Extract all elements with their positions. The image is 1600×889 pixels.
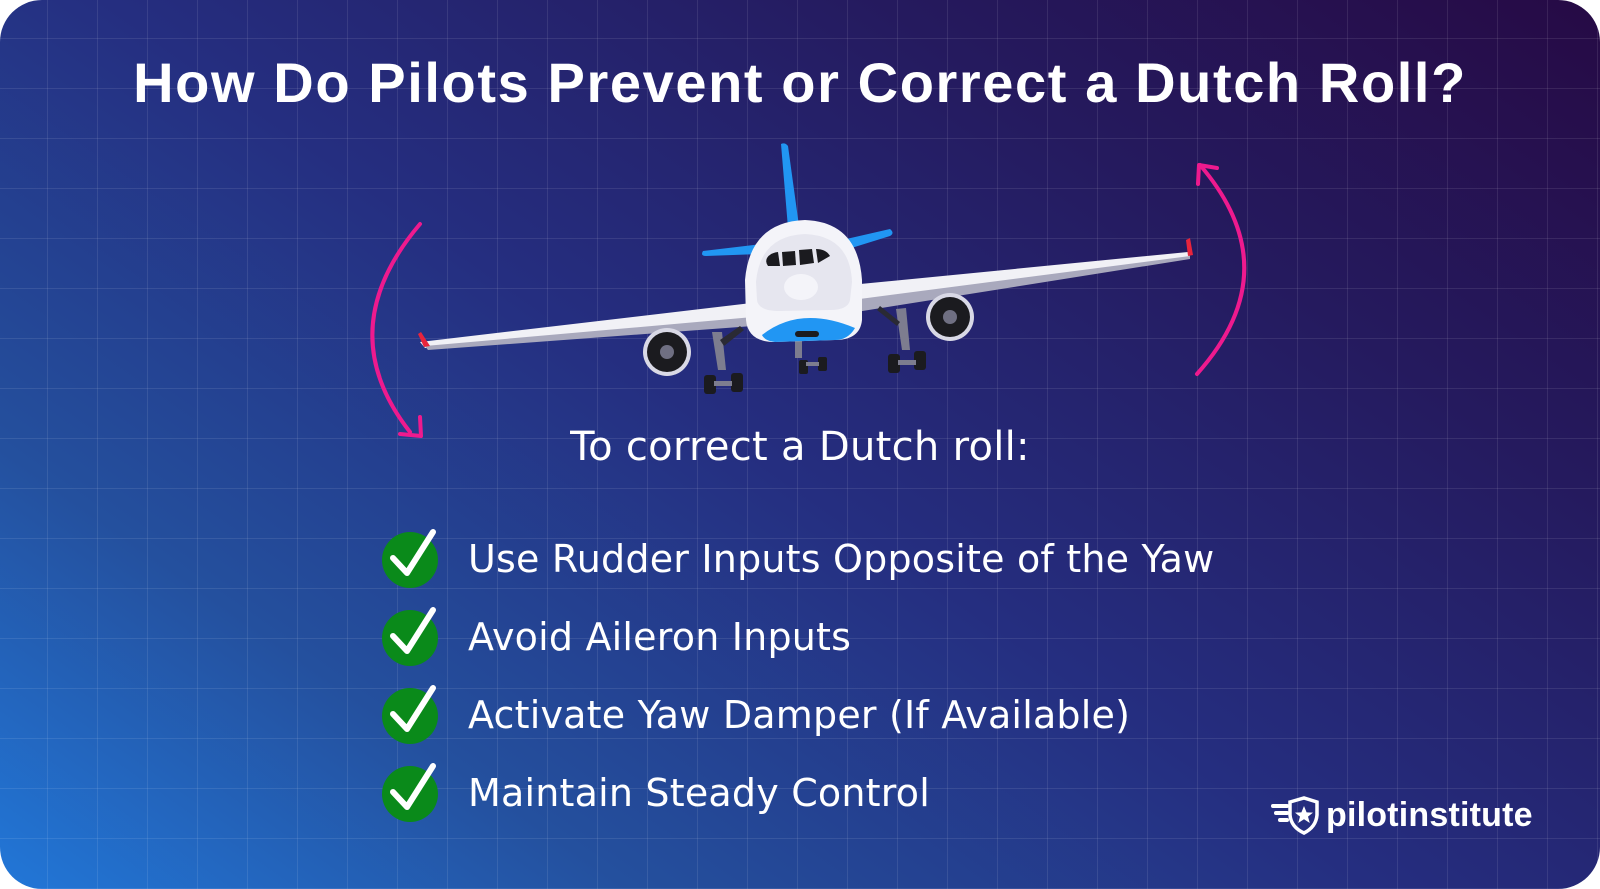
roll-arrow-up-icon [1195,163,1247,376]
brand-logo: pilotinstitute [1270,795,1533,835]
green-check-icon [382,685,438,744]
checklist-item-label: Maintain Steady Control [468,771,930,815]
checklist-item: Maintain Steady Control [380,754,1214,832]
winged-shield-star-icon [1271,796,1319,835]
checklist-item-label: Activate Yaw Damper (If Available) [468,693,1131,737]
green-check-icon [382,763,438,822]
green-check-icon [382,529,438,588]
checklist-heading: To correct a Dutch roll: [570,424,1030,470]
brand-name: pilotinstitute [1326,795,1533,834]
checklist-item: Activate Yaw Damper (If Available) [380,676,1214,754]
checklist-item: Avoid Aileron Inputs [380,598,1214,676]
checklist: Use Rudder Inputs Opposite of the Yaw Av… [380,520,1214,832]
checklist-item-label: Avoid Aileron Inputs [468,615,852,659]
page-title: How Do Pilots Prevent or Correct a Dutch… [133,51,1467,114]
checklist-item-label: Use Rudder Inputs Opposite of the Yaw [468,537,1215,581]
checklist-item: Use Rudder Inputs Opposite of the Yaw [380,520,1214,598]
roll-arrow-down-icon [370,222,423,438]
green-check-icon [382,607,438,666]
